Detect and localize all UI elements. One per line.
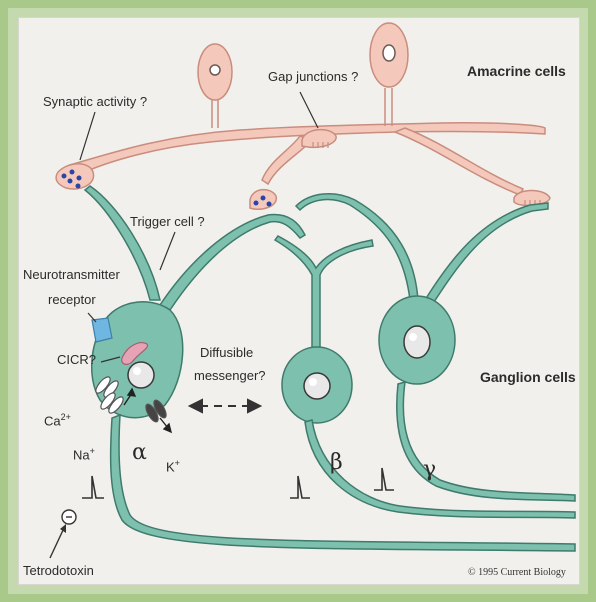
alpha-dendrite-up <box>85 186 160 300</box>
label-potassium: K+ <box>166 456 180 474</box>
label-alpha: α <box>132 440 147 465</box>
label-receptor: receptor <box>48 292 96 307</box>
label-neurotransmitter: Neurotransmitter <box>23 267 120 282</box>
amacrine-process-right <box>395 128 523 195</box>
gamma-dendrite-right <box>425 203 548 305</box>
amacrine-stalk-2 <box>385 88 392 126</box>
amacrine-nucleus-2 <box>383 45 395 61</box>
label-trigger-cell: Trigger cell ? <box>130 214 205 229</box>
beta-axon <box>305 420 575 518</box>
diffusion-arrow <box>190 400 260 412</box>
label-cicr: CICR? <box>57 352 96 367</box>
label-gap-junctions: Gap junctions ? <box>268 69 358 84</box>
label-messenger: messenger? <box>194 368 266 383</box>
label-tetrodotoxin: Tetrodotoxin <box>23 563 94 578</box>
label-diffusible: Diffusible <box>200 345 253 360</box>
gamma-axon <box>397 382 575 501</box>
label-synaptic-activity: Synaptic activity ? <box>43 94 147 109</box>
amacrine-nucleus-1 <box>210 65 220 75</box>
copyright-text: © 1995 Current Biology <box>468 567 566 578</box>
label-ganglion-cells: Ganglion cells <box>480 370 576 385</box>
label-gamma: γ <box>423 457 436 482</box>
label-beta: β <box>330 450 343 475</box>
label-sodium: Na+ <box>73 444 95 462</box>
beta-dendrite <box>275 236 373 355</box>
label-amacrine-cells: Amacrine cells <box>467 64 566 79</box>
label-calcium: Ca2+ <box>44 410 71 428</box>
amacrine-stalk-1 <box>212 100 218 128</box>
amacrine-cells <box>56 23 550 209</box>
